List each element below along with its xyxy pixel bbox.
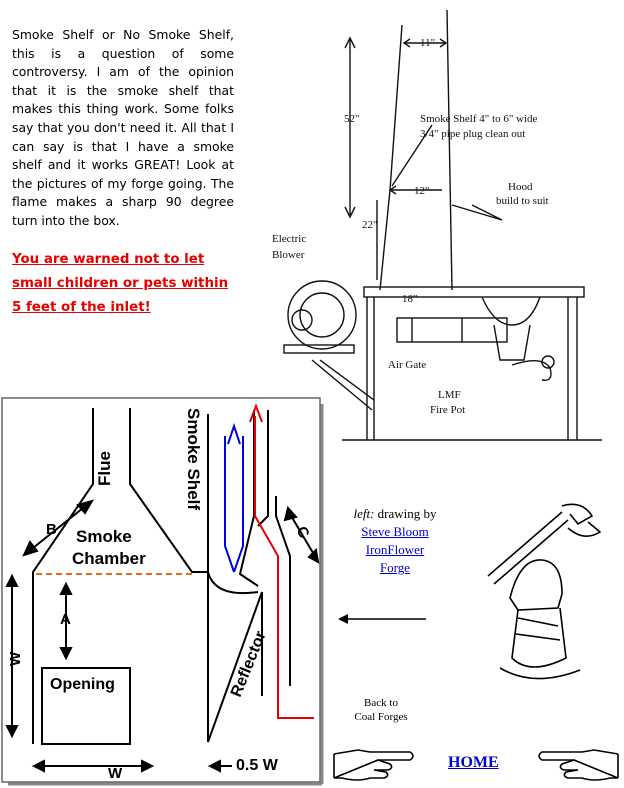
- dim-hood-width: 12": [414, 185, 430, 197]
- drawing-caption: left: drawing by Steve Bloom IronFlower …: [340, 505, 450, 577]
- back-line1: Back to: [364, 697, 398, 709]
- label-flue: Flue: [95, 451, 114, 486]
- label-hood: Hood: [508, 181, 533, 193]
- dim-lower: 22": [362, 219, 378, 231]
- hand-wrench-illustration: [487, 503, 602, 680]
- label-smoke-shelf: Smoke Shelf: [184, 408, 203, 510]
- forge-link-line1[interactable]: IronFlower: [365, 542, 425, 557]
- label-w-bottom: W: [108, 765, 123, 782]
- dim-height: 52": [344, 113, 360, 125]
- left-arrow-icon: [338, 614, 426, 624]
- label-fire-pot: Fire Pot: [430, 404, 465, 416]
- home-link[interactable]: HOME: [448, 754, 499, 771]
- label-air-gate: Air Gate: [388, 359, 426, 371]
- label-smoke-shelf-width: Smoke Shelf 4" to 6" wide: [420, 113, 538, 125]
- label-half-w: 0.5 W: [236, 757, 279, 774]
- smoke-chamber-diagram: Flue Smoke Shelf Smoke Chamber A B C W W…: [1, 397, 324, 786]
- label-blower: Blower: [272, 249, 305, 261]
- caption-left: left:: [353, 506, 375, 521]
- pointing-hand-right-icon[interactable]: [330, 738, 418, 786]
- label-electric: Electric: [272, 233, 306, 245]
- label-smoke: Smoke: [76, 527, 132, 546]
- back-to-coal-forges[interactable]: Back to Coal Forges: [340, 696, 422, 724]
- intro-paragraph: Smoke Shelf or No Smoke Shelf, this is a…: [12, 27, 234, 228]
- back-line2: Coal Forges: [354, 711, 408, 723]
- pointing-hand-left-icon[interactable]: [534, 738, 622, 786]
- red-flow-arrow: [249, 403, 314, 719]
- forge-link-line2[interactable]: Forge: [379, 560, 411, 575]
- label-chamber: Chamber: [72, 549, 146, 568]
- diagram-frame: [1, 397, 321, 783]
- dim-top-width: 11": [420, 37, 435, 49]
- label-w-side: W: [7, 651, 24, 666]
- label-hood-build: build to suit: [496, 195, 549, 207]
- blue-flow-arrow: [224, 422, 244, 573]
- label-opening: Opening: [50, 676, 115, 693]
- author-link[interactable]: Steve Bloom: [361, 524, 429, 539]
- label-a: A: [60, 611, 71, 628]
- dim-table: 18": [402, 293, 418, 305]
- forge-drawing: 11" 52" 12" 22" 18" Smoke Shelf 4" to 6"…: [272, 9, 602, 441]
- caption-drawing-by: drawing by: [377, 506, 437, 521]
- intro-text: Smoke Shelf or No Smoke Shelf, this is a…: [12, 26, 234, 231]
- label-lmf: LMF: [438, 389, 461, 401]
- label-b: B: [46, 521, 57, 538]
- warning-text: You are warned not to let small children…: [12, 252, 229, 315]
- label-pipe-plug: 3/4" pipe plug clean out: [420, 128, 525, 140]
